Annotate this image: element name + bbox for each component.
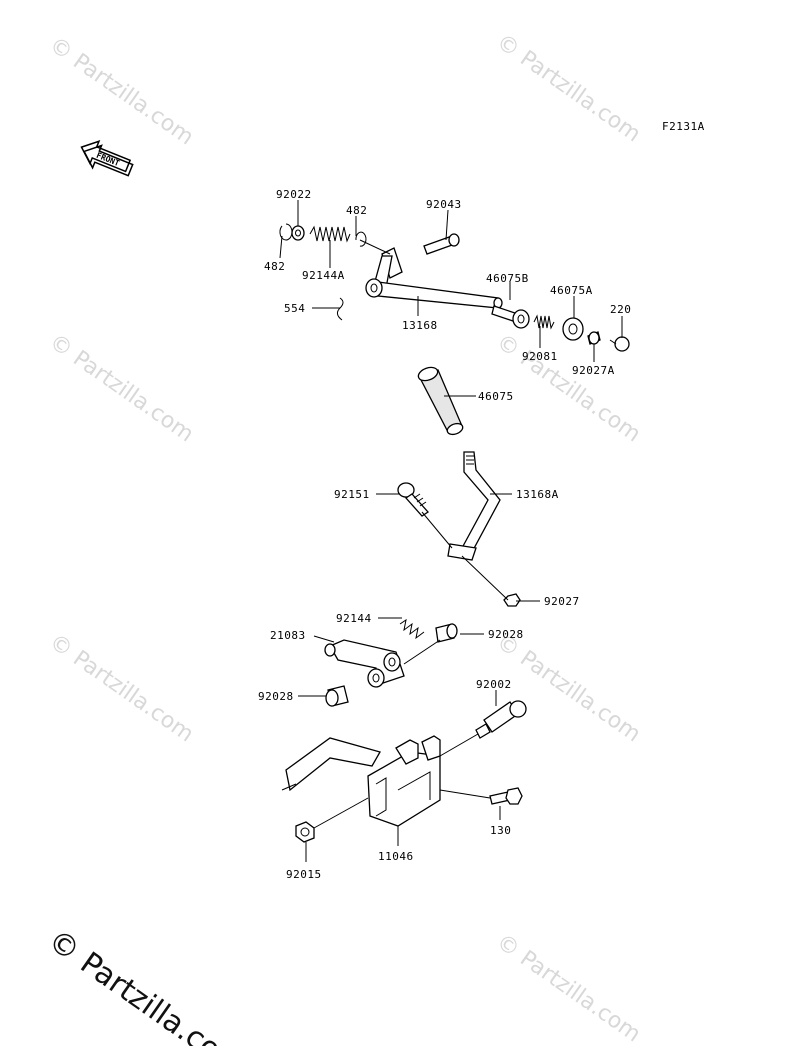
bolt-92151 — [397, 482, 429, 517]
watermark: © Partzilla.com — [45, 329, 198, 447]
callout-130: 130 — [490, 824, 511, 837]
leader-lines — [279, 200, 623, 862]
bolt-46075b — [491, 305, 530, 329]
callout-482-lower: 482 — [264, 260, 285, 273]
callout-92028-upper: 92028 — [488, 628, 524, 641]
callout-92144: 92144 — [336, 612, 372, 625]
watermark: © Partzilla.com — [492, 629, 645, 747]
watermark-group: © Partzilla.com © Partzilla.com © Partzi… — [41, 29, 645, 1046]
watermark: © Partzilla.com — [492, 29, 645, 147]
callout-92002: 92002 — [476, 678, 512, 691]
callout-13168a: 13168A — [516, 488, 559, 501]
callout-92081: 92081 — [522, 350, 558, 363]
watermark-footer: © Partzilla.com — [41, 923, 251, 1046]
watermark: © Partzilla.com — [492, 929, 645, 1046]
nut-92027 — [503, 593, 521, 607]
washer-92022 — [291, 225, 305, 241]
callout-21083: 21083 — [270, 629, 306, 642]
callout-482-upper: 482 — [346, 204, 367, 217]
callout-46075b: 46075B — [486, 272, 529, 285]
callout-92015: 92015 — [286, 868, 322, 881]
bracket-assembly — [281, 700, 527, 843]
lever-13168a — [447, 451, 501, 561]
arm-21083 — [324, 639, 405, 688]
front-arrow-icon: FRONT — [80, 140, 134, 177]
collar-92028-upper — [435, 623, 458, 643]
screw-220 — [609, 336, 630, 352]
callout-labels: 92022 482 92043 482 92144A 46075B 46075A… — [258, 188, 631, 881]
figure-code: F2131A — [662, 120, 705, 133]
callout-220: 220 — [610, 303, 631, 316]
spring-92081 — [533, 314, 555, 330]
spring-92144 — [399, 618, 425, 640]
callout-13168: 13168 — [402, 319, 438, 332]
watermark: © Partzilla.com — [45, 629, 198, 747]
pin-92043 — [423, 233, 460, 255]
callout-92027a: 92027A — [572, 364, 615, 377]
knob-46075a — [562, 317, 584, 341]
spacer-92027a — [587, 331, 601, 345]
nut-92015 — [295, 821, 315, 843]
linkage-assembly — [324, 618, 458, 707]
watermark: © Partzilla.com — [45, 32, 198, 150]
bolt-130 — [489, 787, 523, 805]
callout-92027: 92027 — [544, 595, 580, 608]
callout-46075a: 46075A — [550, 284, 593, 297]
circlip-482-right — [355, 231, 367, 247]
callout-92144a: 92144A — [302, 269, 345, 282]
collar-92028-lower — [325, 685, 349, 707]
spring-92144a — [309, 225, 351, 243]
clip-554 — [336, 297, 344, 321]
callout-554: 554 — [284, 302, 305, 315]
pedal-arm — [285, 737, 381, 792]
callout-92022: 92022 — [276, 188, 312, 201]
callout-92151: 92151 — [334, 488, 370, 501]
callout-92028-lower: 92028 — [258, 690, 294, 703]
shift-lever-assembly — [397, 366, 521, 607]
bolt-92002 — [475, 700, 527, 739]
knob-46075 — [417, 366, 464, 436]
callout-46075: 46075 — [478, 390, 514, 403]
callout-11046: 11046 — [378, 850, 414, 863]
shift-shaft-assembly — [279, 223, 630, 352]
circlip-482-left — [279, 223, 293, 241]
callout-92043: 92043 — [426, 198, 462, 211]
bracket-11046 — [367, 735, 441, 827]
shift-shaft-13168 — [365, 247, 503, 309]
